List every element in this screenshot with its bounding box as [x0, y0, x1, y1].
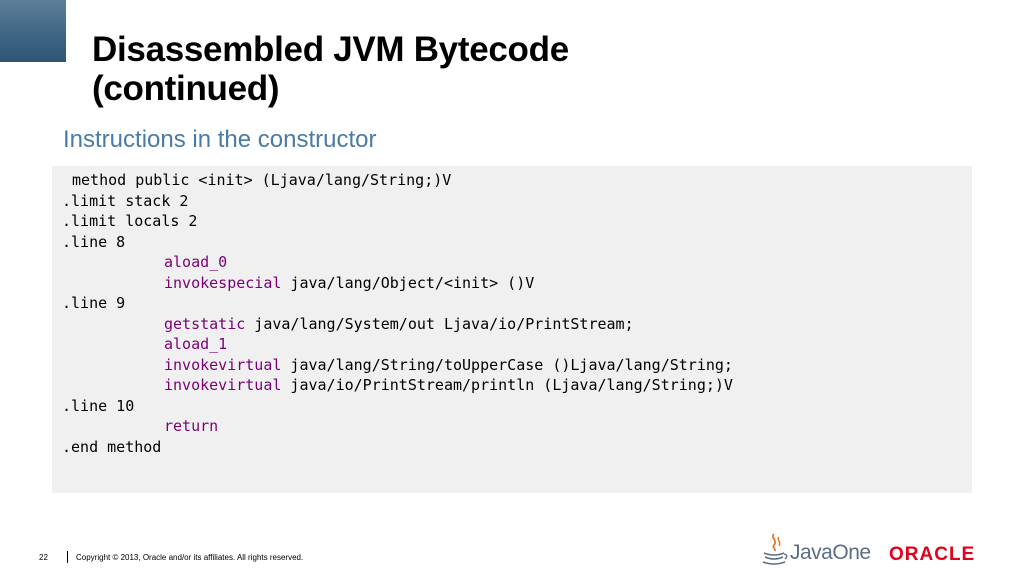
- code-line: aload_0: [62, 252, 972, 273]
- code-line: .end method: [62, 437, 162, 456]
- code-line: method public <init> (Ljava/lang/String;…: [72, 171, 452, 189]
- code-keyword: return: [164, 417, 219, 435]
- code-keyword: aload_0: [164, 253, 228, 271]
- copyright-notice: Copyright © 2013, Oracle and/or its affi…: [76, 553, 304, 562]
- oracle-logo: ORACLE: [889, 544, 976, 565]
- page-number: 22: [39, 553, 48, 562]
- code-keyword: invokespecial: [164, 273, 282, 292]
- code-keyword: getstatic: [164, 314, 246, 333]
- code-operand: java/io/PrintStream/println (Ljava/lang/…: [281, 376, 733, 394]
- code-line: getstatic java/lang/System/out Ljava/io/…: [62, 314, 972, 335]
- code-line: invokevirtual java/io/PrintStream/printl…: [62, 375, 972, 396]
- code-operand: java/lang/System/out Ljava/io/PrintStrea…: [245, 314, 634, 333]
- code-line: .limit stack 2: [62, 191, 189, 210]
- slide-subtitle: Instructions in the constructor: [63, 126, 377, 153]
- javaone-logo-text: JavaOne: [790, 541, 871, 564]
- code-line: .line 10: [62, 396, 135, 415]
- code-operand: java/lang/Object/<init> ()V: [281, 273, 535, 292]
- code-line: aload_1: [62, 334, 972, 355]
- code-line: invokevirtual java/lang/String/toUpperCa…: [62, 355, 972, 376]
- code-keyword: invokevirtual: [164, 355, 282, 374]
- code-line: .line 8: [62, 232, 126, 251]
- slide-title: Disassembled JVM Bytecode (continued): [92, 30, 992, 108]
- code-line: return: [62, 416, 972, 437]
- code-operand: java/lang/String/toUpperCase ()Ljava/lan…: [281, 355, 733, 374]
- bytecode-listing: method public <init> (Ljava/lang/String;…: [52, 166, 972, 493]
- code-keyword: aload_1: [164, 335, 228, 353]
- code-line: .line 9: [62, 294, 126, 312]
- slide-title-line-1: Disassembled JVM Bytecode: [92, 30, 569, 69]
- code-line: .limit locals 2: [62, 212, 198, 230]
- code-line: invokespecial java/lang/Object/<init> ()…: [62, 273, 972, 294]
- corner-accent-block: [0, 0, 66, 62]
- code-keyword: invokevirtual: [164, 376, 282, 394]
- java-cup-icon: [762, 533, 788, 565]
- footer-divider: [67, 551, 68, 563]
- slide-title-line-2: (continued): [92, 69, 280, 108]
